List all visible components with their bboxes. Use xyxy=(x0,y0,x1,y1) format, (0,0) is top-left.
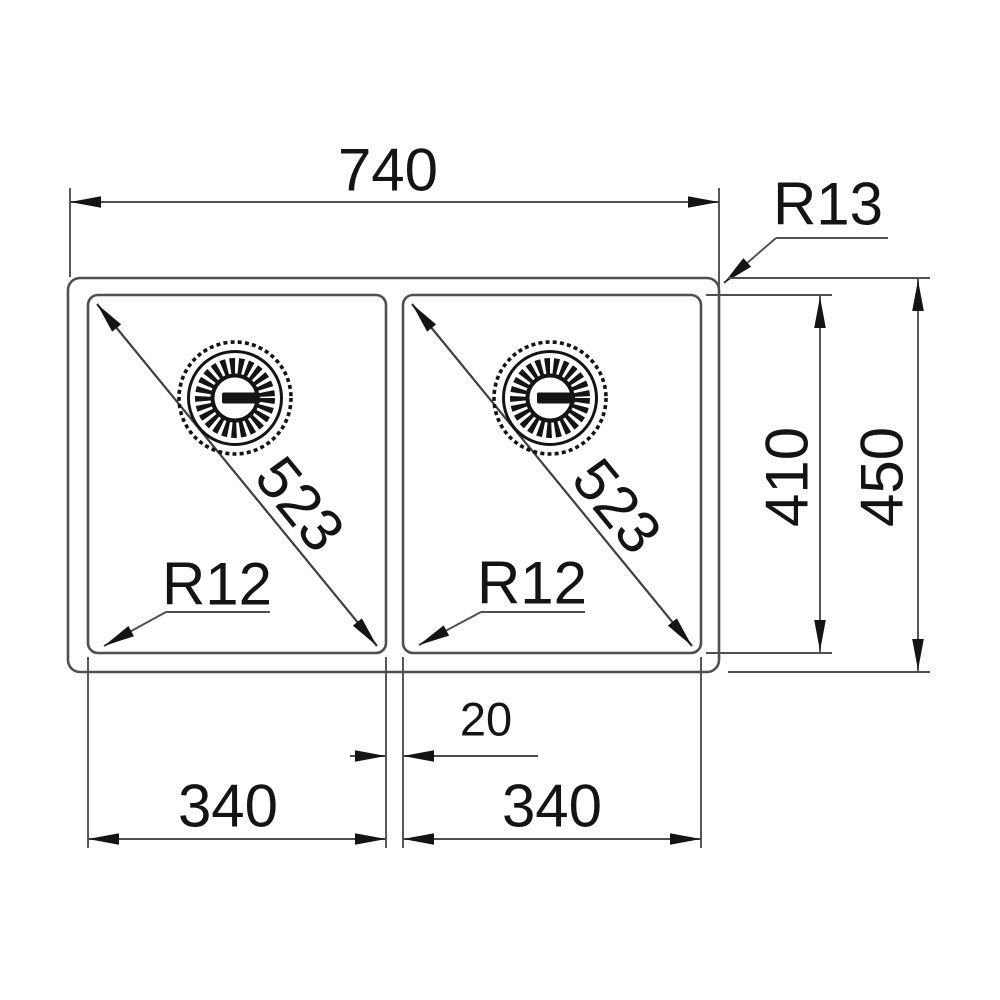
dim-right-bowl-width: 340 xyxy=(403,773,701,845)
dim-overall-depth: 450 xyxy=(728,277,930,673)
dim-right-diagonal-label: 523 xyxy=(559,446,674,566)
diagonal-dimensions xyxy=(92,300,697,650)
left-drain-icon xyxy=(177,340,293,456)
arrow-down-icon xyxy=(814,620,826,651)
arrow-right-icon xyxy=(355,833,386,845)
left-diagonal-line xyxy=(96,303,378,647)
arrow-left-icon xyxy=(70,196,101,208)
dim-bowl-gap-label: 20 xyxy=(460,693,512,746)
dim-overall-width-label: 740 xyxy=(338,137,438,204)
arrow-left-icon xyxy=(403,750,434,762)
arrow-right-icon xyxy=(670,833,701,845)
arrow-up-icon xyxy=(912,280,924,311)
dim-outer-corner-radius-label: R13 xyxy=(773,171,883,238)
leader-arrow-icon xyxy=(101,626,134,652)
dim-overall-width: 740 xyxy=(69,137,720,293)
sink-outline xyxy=(66,276,721,674)
arrow-right-icon xyxy=(355,750,386,762)
dim-right-bowl-corner-radius: R12 xyxy=(416,550,587,651)
dim-right-bowl-corner-radius-label: R12 xyxy=(477,550,587,617)
outer-rim-rect xyxy=(66,276,721,674)
right-diagonal-line xyxy=(411,303,693,647)
dim-left-bowl-corner-radius-label: R12 xyxy=(162,551,272,618)
dim-right-bowl-width-label: 340 xyxy=(502,773,602,840)
dim-bowl-gap: 20 xyxy=(350,693,538,762)
arrow-right-icon xyxy=(688,196,719,208)
right-bowl-rect xyxy=(401,293,703,655)
dim-inner-depth: 410 xyxy=(706,294,832,654)
left-bowl-rect xyxy=(86,293,388,655)
dim-left-diagonal-label: 523 xyxy=(242,444,357,564)
arrow-left-icon xyxy=(88,833,119,845)
dim-outer-corner-radius: R13 xyxy=(720,171,888,288)
arrow-up-icon xyxy=(814,297,826,328)
leader-arrow-icon xyxy=(416,625,450,651)
right-drain-icon xyxy=(492,340,608,456)
bottom-extension-lines xyxy=(87,657,702,848)
arrow-down-icon xyxy=(912,639,924,670)
arrow-left-icon xyxy=(403,833,434,845)
dim-left-bowl-corner-radius: R12 xyxy=(101,551,272,652)
dim-inner-depth-label: 410 xyxy=(754,427,821,527)
dim-overall-depth-label: 450 xyxy=(849,427,916,527)
dim-left-bowl-width-label: 340 xyxy=(178,773,278,840)
dim-left-bowl-width: 340 xyxy=(88,773,386,845)
